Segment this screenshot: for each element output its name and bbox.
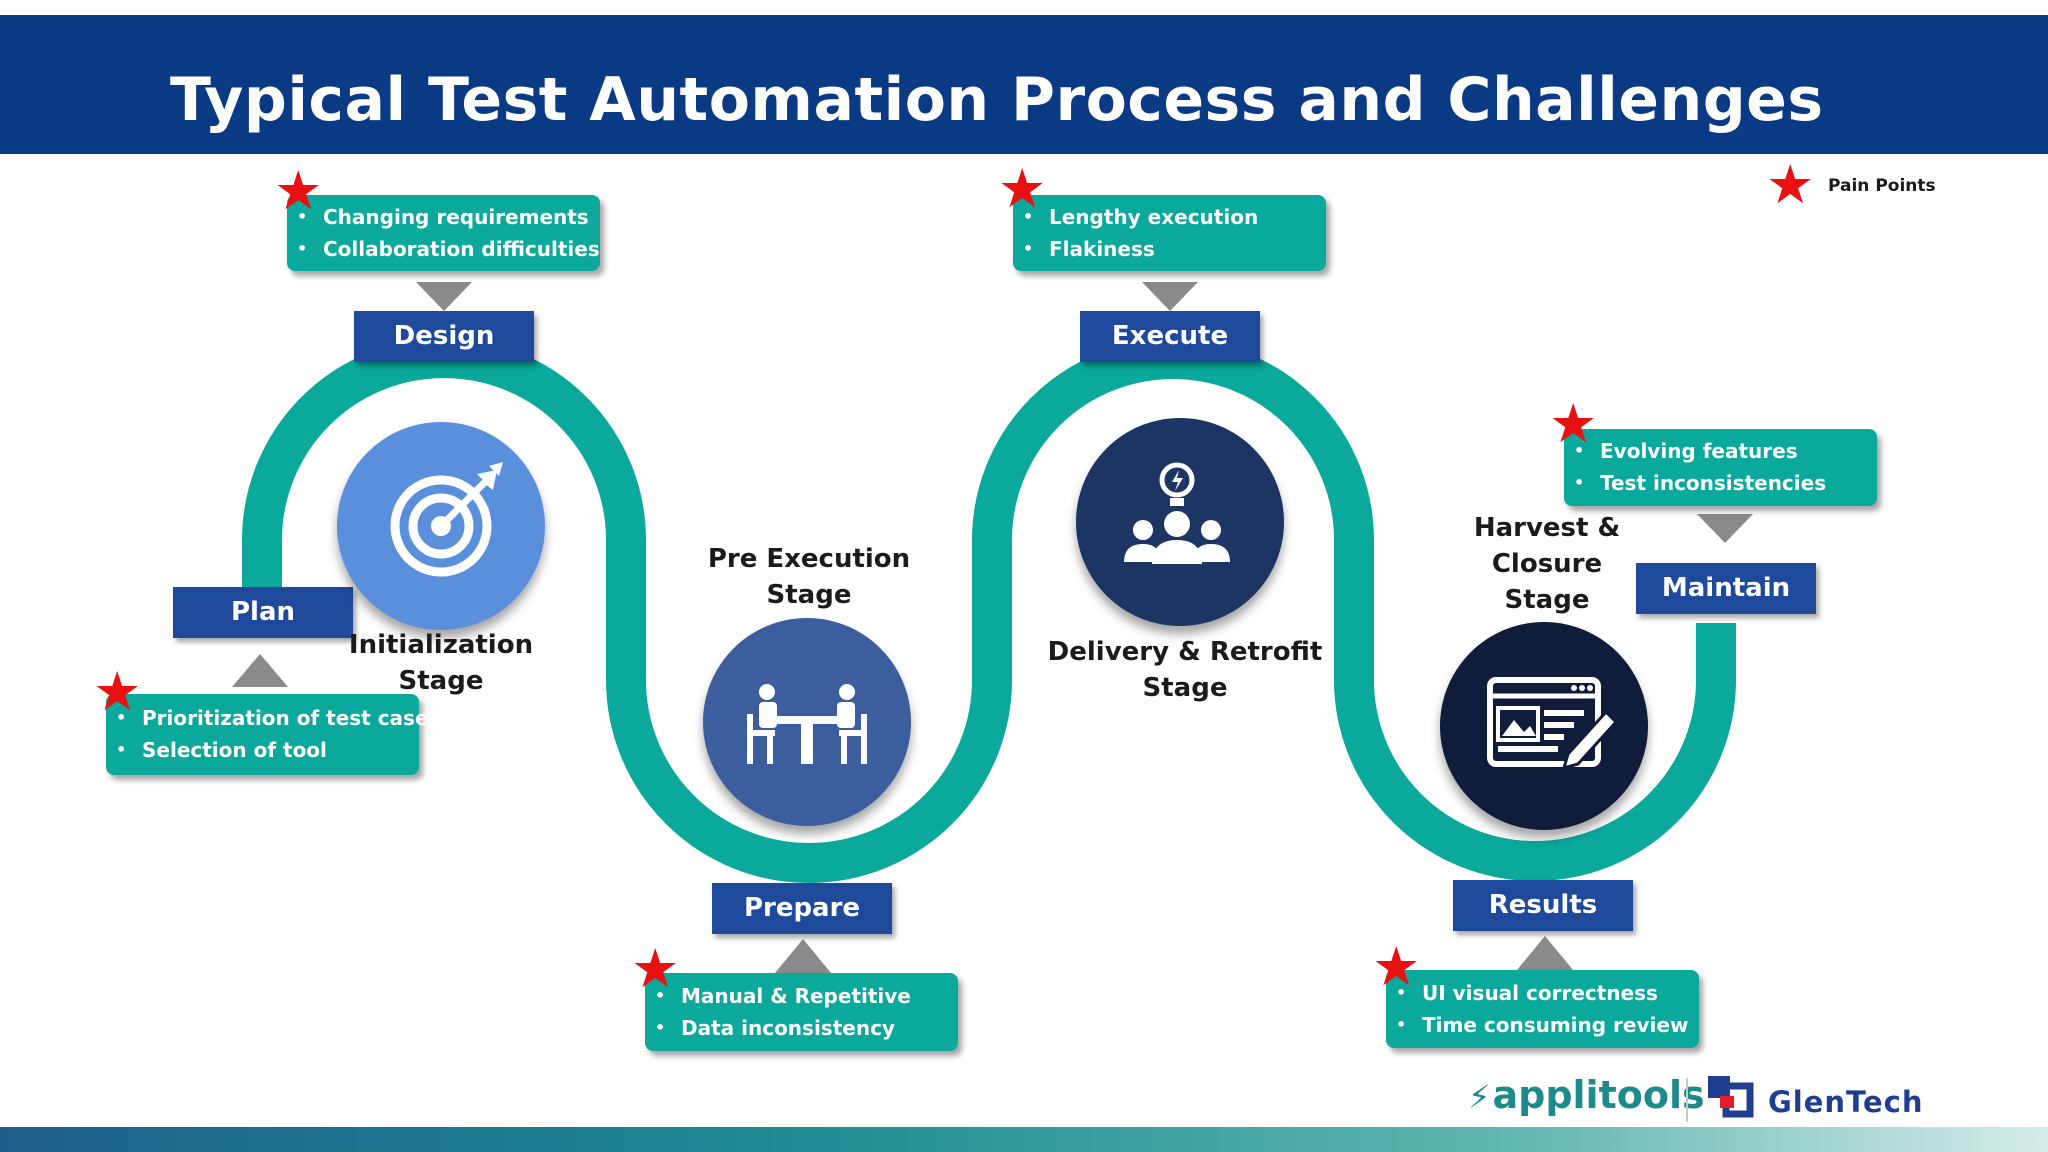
execute-star-icon: ★ (998, 157, 1047, 220)
glentech-logo-text: GlenTech (1768, 1085, 1924, 1119)
delivery-line2: Stage (1142, 673, 1228, 703)
initialization-line1: Initialization (348, 630, 534, 660)
page-title: Typical Test Automation Process and Chal… (170, 65, 1824, 135)
target-icon (390, 462, 503, 577)
prepare-button[interactable]: Prepare (712, 883, 892, 934)
initialization-line2: Stage (398, 666, 484, 696)
harvest-line2: Closure (1491, 549, 1603, 579)
maintain-pain-1: Evolving features (1564, 435, 1877, 467)
process-path-curve (242, 338, 1736, 883)
team-idea-icon (1124, 462, 1230, 564)
harvest-line1: Harvest & (1473, 513, 1621, 543)
results-pain-2: Time consuming review (1386, 1009, 1699, 1041)
prepare-pain-box: Manual & Repetitive Data inconsistency (645, 973, 958, 1051)
legend-label: Pain Points (1828, 176, 1936, 196)
web-editor-icon (1487, 677, 1619, 771)
title-bar: Typical Test Automation Process and Chal… (0, 15, 2048, 154)
design-pain-1: Changing requirements (287, 201, 600, 233)
maintain-pain-2: Test inconsistencies (1564, 467, 1877, 499)
harvest-line3: Stage (1504, 585, 1590, 615)
results-pain-box: UI visual correctness Time consuming rev… (1386, 970, 1699, 1048)
applitools-logo: ⚡applitools (1468, 1073, 1705, 1117)
design-arrow (416, 282, 472, 311)
logo-divider (1686, 1078, 1688, 1122)
design-pain-2: Collaboration difficulties (287, 233, 600, 265)
legend-star-icon: ★ (1766, 153, 1815, 216)
maintain-star-icon: ★ (1549, 392, 1598, 455)
initialization-stage-label: Initialization Stage (341, 627, 541, 699)
harvest-stage-label: Harvest & Closure Stage (1442, 510, 1652, 618)
plan-button[interactable]: Plan (173, 587, 353, 638)
maintain-arrow (1697, 514, 1753, 543)
execute-pain-1: Lengthy execution (1013, 201, 1326, 233)
bottom-gradient-bar (0, 1127, 2048, 1152)
plan-pain-2: Selection of tool (106, 734, 419, 766)
glentech-mark-icon (1708, 1076, 1754, 1118)
pre-execution-line2: Stage (766, 580, 852, 610)
delivery-stage-label: Delivery & Retrofit Stage (1042, 634, 1328, 706)
pre-execution-circle (703, 618, 911, 826)
maintain-button[interactable]: Maintain (1636, 563, 1816, 614)
applitools-mark-icon: ⚡ (1468, 1078, 1491, 1116)
pre-execution-line1: Pre Execution (707, 544, 911, 574)
prepare-arrow (775, 939, 831, 973)
maintain-pain-box: Evolving features Test inconsistencies (1564, 429, 1877, 506)
delivery-line1: Delivery & Retrofit (1047, 637, 1323, 667)
execute-pain-2: Flakiness (1013, 233, 1326, 265)
results-star-icon: ★ (1372, 935, 1421, 998)
plan-pain-1: Prioritization of test cases (106, 702, 440, 734)
applitools-logo-text: applitools (1492, 1073, 1705, 1117)
prepare-pain-2: Data inconsistency (645, 1012, 958, 1044)
plan-pain-box: Prioritization of test cases Selection o… (106, 694, 440, 775)
design-star-icon: ★ (274, 159, 323, 222)
results-button[interactable]: Results (1453, 880, 1633, 931)
execute-button[interactable]: Execute (1080, 311, 1260, 362)
results-pain-1: UI visual correctness (1386, 977, 1699, 1009)
design-pain-box: Changing requirements Collaboration diff… (287, 195, 600, 271)
execute-arrow (1142, 282, 1198, 311)
design-button[interactable]: Design (354, 311, 534, 362)
harvest-circle (1440, 622, 1648, 830)
delivery-circle (1076, 418, 1284, 626)
pre-execution-stage-label: Pre Execution Stage (694, 541, 924, 613)
prepare-star-icon: ★ (631, 937, 680, 1000)
plan-star-icon: ★ (93, 660, 142, 723)
initialization-circle (337, 422, 545, 630)
meeting-icon (747, 684, 867, 764)
execute-pain-box: Lengthy execution Flakiness (1013, 195, 1326, 271)
results-arrow (1517, 936, 1573, 970)
prepare-pain-1: Manual & Repetitive (645, 980, 958, 1012)
plan-arrow (232, 654, 288, 687)
